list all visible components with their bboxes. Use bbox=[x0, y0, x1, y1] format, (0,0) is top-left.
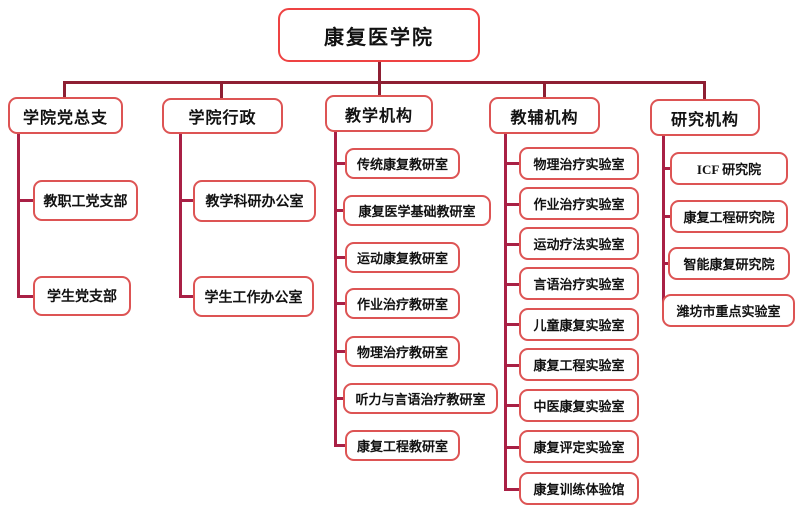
connector-stub bbox=[179, 199, 194, 202]
org-node-root: 康复医学院 bbox=[278, 8, 480, 62]
connector-stub bbox=[504, 323, 520, 326]
connector-trunk-branch-1 bbox=[17, 134, 20, 298]
org-node: 物理治疗教研室 bbox=[345, 336, 460, 367]
connector-drop-branch-4 bbox=[543, 81, 546, 98]
connector-stub bbox=[504, 243, 520, 246]
connector-stub bbox=[504, 446, 520, 449]
connector-stub bbox=[504, 203, 520, 206]
connector-stub bbox=[504, 404, 520, 407]
connector-root-drop bbox=[378, 62, 381, 82]
branch-administration: 学院行政 bbox=[162, 98, 283, 134]
org-node: 儿童康复实验室 bbox=[519, 308, 639, 341]
org-node: 潍坊市重点实验室 bbox=[662, 294, 795, 327]
org-node: 中医康复实验室 bbox=[519, 389, 639, 422]
org-node: 康复工程实验室 bbox=[519, 348, 639, 381]
connector-stub bbox=[334, 444, 346, 447]
connector-stub bbox=[504, 283, 520, 286]
org-node: 运动康复教研室 bbox=[345, 242, 460, 273]
connector-stub bbox=[504, 488, 520, 491]
connector-stub bbox=[17, 295, 34, 298]
connector-stub bbox=[504, 364, 520, 367]
connector-drop-branch-2 bbox=[220, 81, 223, 99]
connector-top-bar bbox=[63, 81, 706, 84]
org-node: 教学科研办公室 bbox=[193, 180, 316, 222]
org-node: 作业治疗教研室 bbox=[345, 288, 460, 319]
org-node: 康复工程教研室 bbox=[345, 430, 460, 461]
connector-stub bbox=[334, 350, 346, 353]
connector-stub bbox=[334, 397, 346, 400]
org-node: 运动疗法实验室 bbox=[519, 227, 639, 260]
connector-trunk-branch-3 bbox=[334, 132, 337, 447]
connector-stub bbox=[334, 209, 346, 212]
connector-drop-branch-3 bbox=[378, 81, 381, 96]
connector-trunk-branch-4 bbox=[504, 134, 507, 491]
org-node: 智能康复研究院 bbox=[668, 247, 790, 280]
org-node: 康复评定实验室 bbox=[519, 430, 639, 463]
branch-party-committee: 学院党总支 bbox=[8, 97, 123, 134]
connector-stub bbox=[334, 162, 346, 165]
org-node: 听力与言语治疗教研室 bbox=[343, 383, 498, 414]
org-node: 作业治疗实验室 bbox=[519, 187, 639, 220]
org-node: 教职工党支部 bbox=[33, 180, 138, 221]
connector-stub bbox=[662, 215, 672, 218]
connector-trunk-branch-5 bbox=[662, 136, 665, 313]
connector-trunk-branch-2 bbox=[179, 134, 182, 298]
org-node: 康复工程研究院 bbox=[670, 200, 788, 233]
connector-stub bbox=[662, 262, 672, 265]
org-node: 言语治疗实验室 bbox=[519, 267, 639, 300]
org-node: 学生党支部 bbox=[33, 276, 131, 316]
org-node: 物理治疗实验室 bbox=[519, 147, 639, 180]
connector-drop-branch-5 bbox=[703, 81, 706, 100]
branch-teaching: 教学机构 bbox=[325, 95, 433, 132]
connector-stub bbox=[334, 256, 346, 259]
org-node: 康复训练体验馆 bbox=[519, 472, 639, 505]
connector-stub bbox=[179, 295, 194, 298]
connector-stub bbox=[662, 167, 672, 170]
org-node: 传统康复教研室 bbox=[345, 148, 460, 179]
org-node: 学生工作办公室 bbox=[193, 276, 314, 317]
connector-drop-branch-1 bbox=[63, 81, 66, 98]
connector-stub bbox=[334, 302, 346, 305]
branch-teaching-auxiliary: 教辅机构 bbox=[489, 97, 600, 134]
branch-research: 研究机构 bbox=[650, 99, 760, 136]
connector-stub bbox=[504, 162, 520, 165]
connector-stub bbox=[17, 199, 34, 202]
org-node: ICF 研究院 bbox=[670, 152, 788, 185]
org-node: 康复医学基础教研室 bbox=[343, 195, 491, 226]
